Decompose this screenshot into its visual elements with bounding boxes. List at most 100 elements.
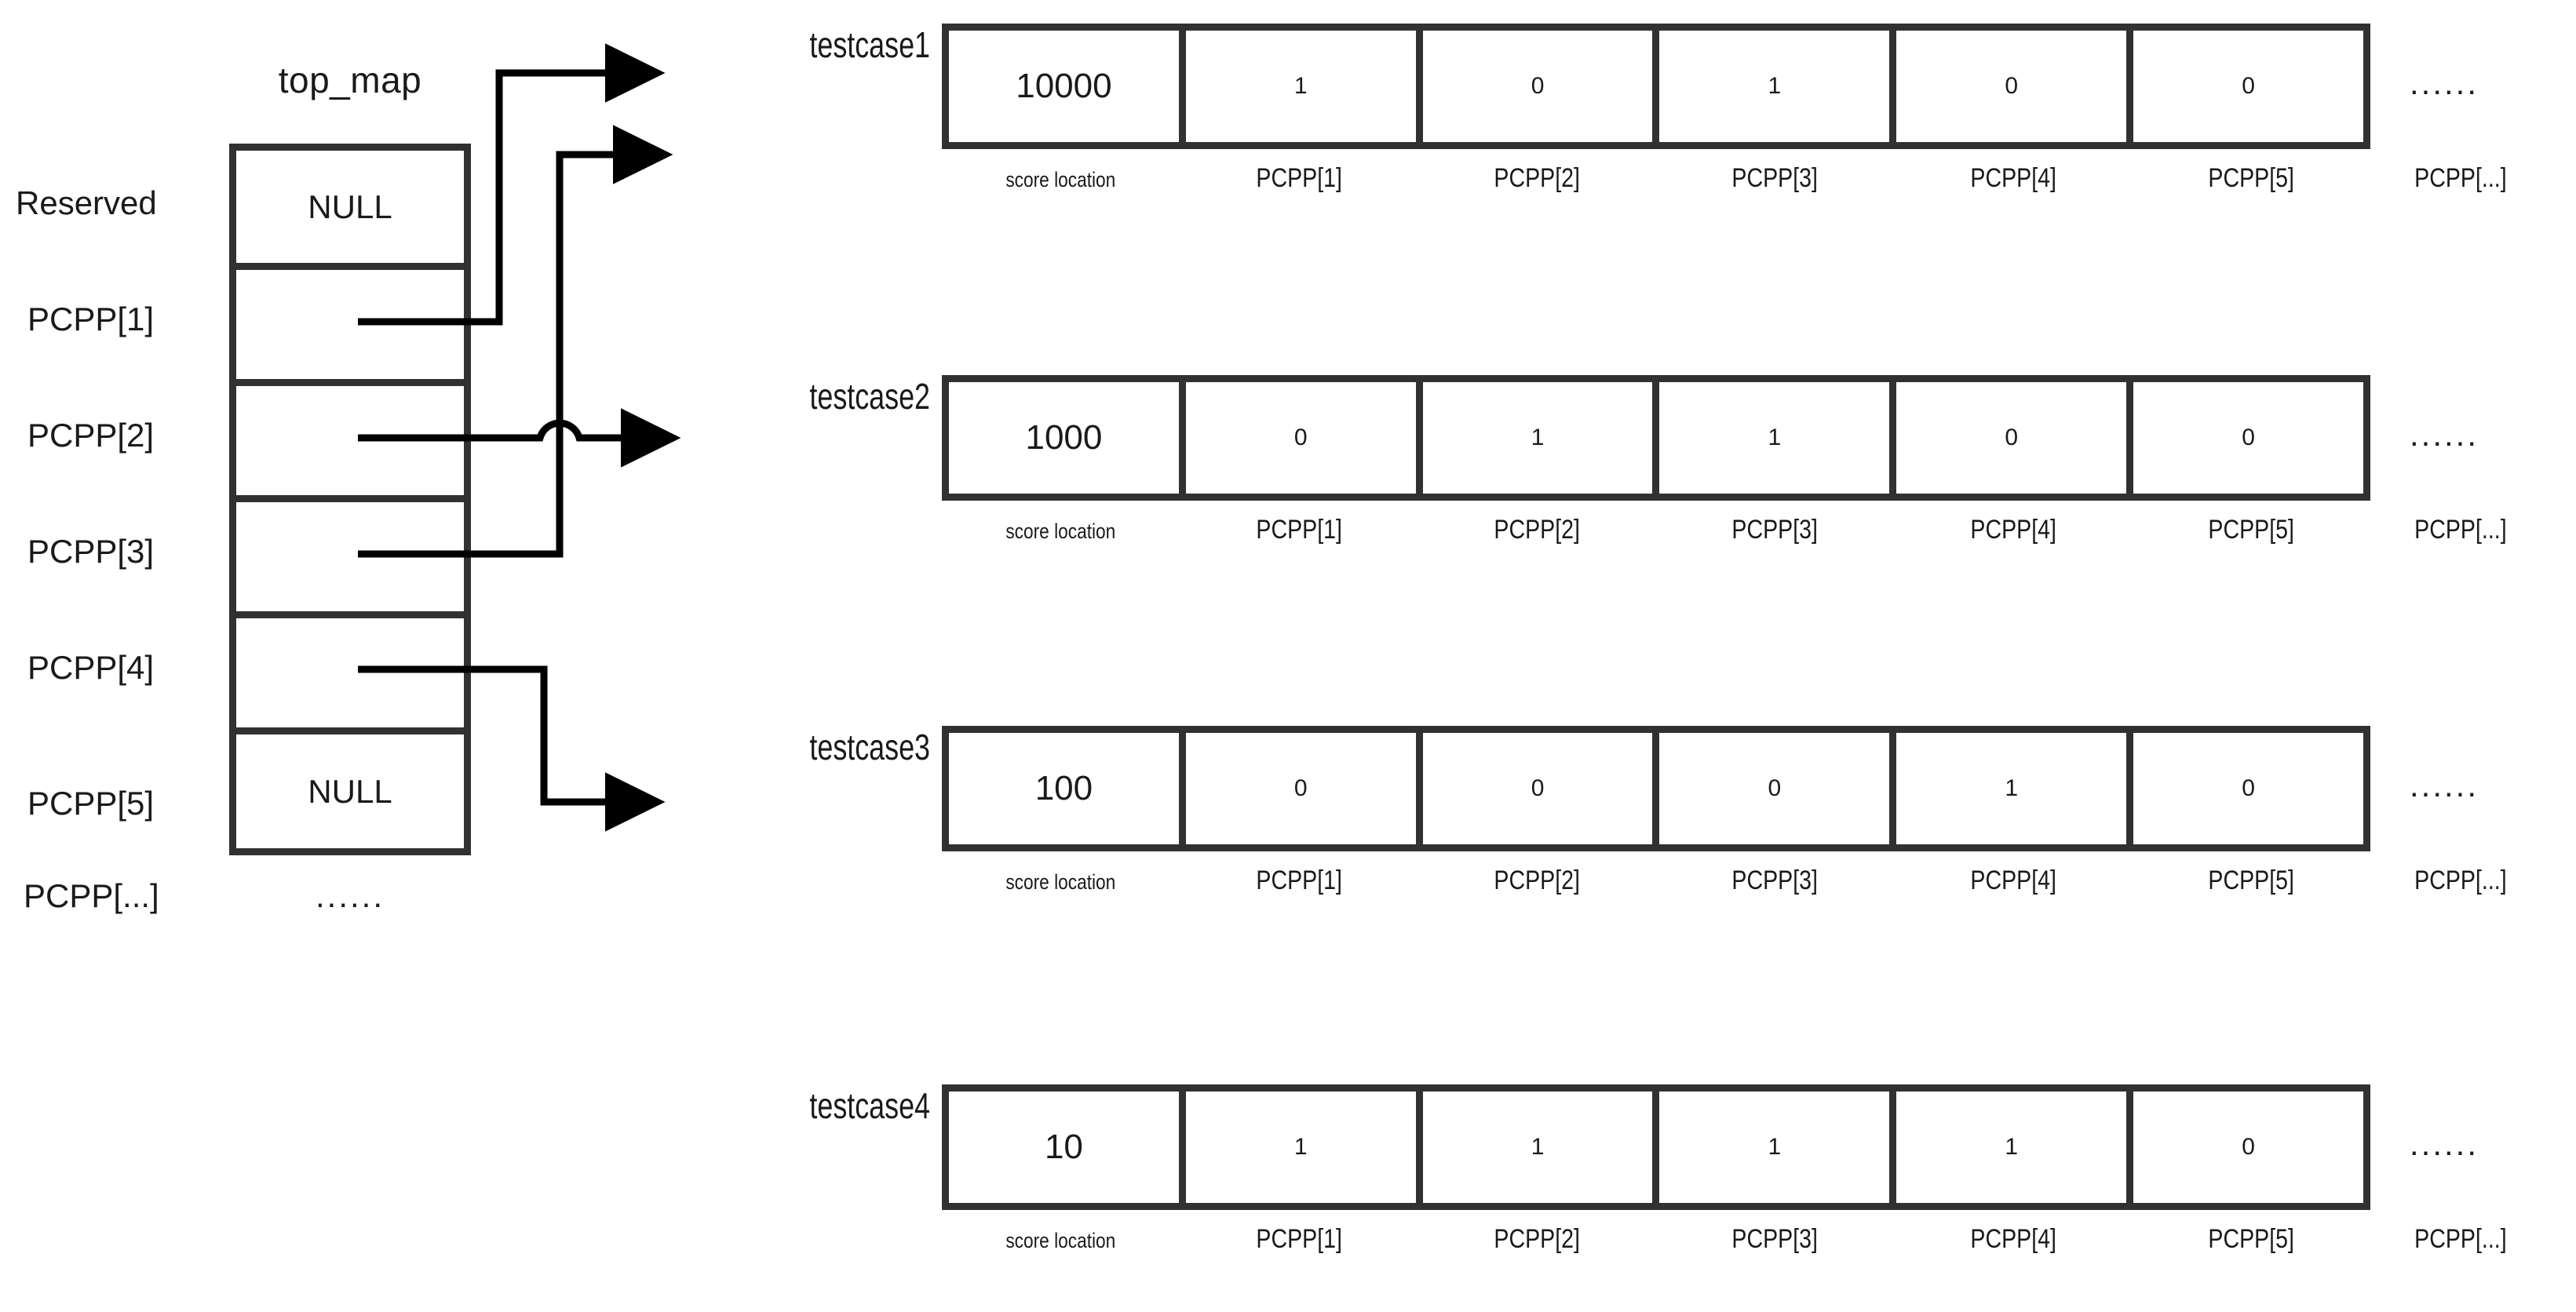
top-map-cell-pcpp3 (236, 502, 464, 618)
column-header: PCPP[1] (1256, 515, 1342, 545)
testcase-label: testcase4 (809, 1085, 930, 1126)
pcpp-bit-cell: 0 (1889, 24, 2134, 149)
bit-value: 0 (2005, 425, 2019, 450)
column-header: PCPP[1] (1256, 1224, 1342, 1254)
column-header: PCPP[4] (1970, 1224, 2056, 1254)
column-header: PCPP[5] (2208, 163, 2295, 193)
column-headers: score location PCPP[1] PCPP[2] PCPP[3] P… (942, 866, 2370, 913)
top-map-cell-reserved: NULL (236, 151, 464, 270)
column-header: PCPP[4] (1970, 515, 2056, 545)
column-header: score location (1005, 519, 1116, 543)
bit-value: 1 (2005, 775, 2019, 801)
pcpp-bit-cell: 0 (1652, 726, 1897, 851)
row-tail-ellipsis: ...... (2410, 64, 2479, 101)
column-header: PCPP[1] (1256, 163, 1342, 193)
pcpp-bit-cell: 0 (1415, 24, 1660, 149)
bit-value: 1 (1531, 425, 1545, 450)
bit-value: 0 (2242, 425, 2255, 450)
testcase-row: testcase4 10 1 1 1 1 0 ...... score loca… (809, 1084, 2507, 1254)
bit-value: 1 (1293, 1134, 1308, 1160)
pcpp-bit-cell: 0 (2126, 1084, 2370, 1210)
bit-value: 1 (1768, 425, 1782, 450)
column-header: PCPP[2] (1494, 866, 1581, 895)
column-header: PCPP[5] (2208, 1224, 2295, 1254)
column-header: PCPP[2] (1494, 515, 1581, 545)
column-headers: score location PCPP[1] PCPP[2] PCPP[3] P… (942, 1224, 2370, 1271)
top-map-title: top_map (278, 60, 422, 100)
column-header: PCPP[3] (1731, 866, 1819, 895)
column-header: score location (1005, 870, 1116, 894)
score-location-cell: 100 (942, 726, 1186, 851)
column-header: score location (1005, 1229, 1116, 1252)
top-map-cell-pcpp1 (236, 270, 464, 386)
score-location-cell: 1000 (942, 375, 1186, 501)
column-header-overflow: PCPP[...] (2414, 1224, 2507, 1254)
score-value: 10000 (1016, 67, 1112, 105)
pcpp-bit-cell: 0 (1178, 375, 1423, 501)
top-map-row-label-pcpp5: PCPP[5] (27, 785, 155, 822)
testcase-label: testcase3 (809, 727, 930, 767)
pcpp-bit-cell: 0 (2126, 726, 2370, 851)
bit-value: 1 (2005, 1134, 2019, 1160)
pcpp-bit-cell: 0 (1178, 726, 1423, 851)
testcase-cells: 100 0 0 0 1 0 (942, 726, 2370, 851)
column-header: PCPP[3] (1731, 1224, 1819, 1254)
score-value: 1000 (1025, 418, 1103, 457)
column-header: PCPP[4] (1970, 163, 2056, 193)
pcpp-bit-cell: 1 (1415, 375, 1660, 501)
column-header: PCPP[2] (1494, 163, 1581, 193)
top-map-row-label-overflow: PCPP[...] (24, 877, 159, 914)
pcpp-bit-cell: 1 (1178, 24, 1423, 149)
bit-value: 0 (2005, 73, 2019, 99)
column-header: PCPP[2] (1494, 1224, 1581, 1254)
column-header: PCPP[3] (1731, 163, 1819, 193)
row-tail-ellipsis: ...... (2410, 416, 2479, 453)
pcpp-bit-cell: 1 (1178, 1084, 1423, 1210)
bit-value: 0 (2242, 1134, 2255, 1160)
testcase-cells: 10000 1 0 1 0 0 (942, 24, 2370, 149)
pcpp-bit-cell: 0 (2126, 375, 2370, 501)
column-headers: score location PCPP[1] PCPP[2] PCPP[3] P… (942, 515, 2370, 562)
bit-value: 1 (1768, 73, 1782, 99)
score-value: 100 (1034, 769, 1093, 807)
bit-value: 1 (1768, 1134, 1782, 1160)
column-header-overflow: PCPP[...] (2414, 515, 2507, 545)
testcase-label: testcase1 (809, 24, 930, 65)
top-map-overflow-ellipsis: ...... (315, 877, 385, 914)
column-header: PCPP[1] (1256, 866, 1342, 895)
score-location-cell: 10000 (942, 24, 1186, 149)
top-map-table: NULL NULL (229, 144, 471, 855)
column-header: PCPP[4] (1970, 866, 2056, 895)
bit-value: 1 (1531, 1134, 1545, 1160)
top-map-row-label-pcpp3: PCPP[3] (27, 533, 155, 570)
top-map-row-label-reserved: Reserved (16, 184, 157, 221)
column-header: score location (1005, 168, 1116, 191)
pcpp-bit-cell: 1 (1652, 1084, 1897, 1210)
top-map-cell-pcpp5: NULL (236, 734, 464, 848)
testcase-cells: 1000 0 1 1 0 0 (942, 375, 2370, 501)
column-header-overflow: PCPP[...] (2414, 866, 2507, 895)
pcpp-bit-cell: 1 (1889, 1084, 2134, 1210)
testcase-row: testcase1 10000 1 0 1 0 0 ...... score l… (809, 24, 2507, 193)
bit-value: 0 (1293, 425, 1308, 450)
testcase-row: testcase2 1000 0 1 1 0 0 ...... score lo… (809, 375, 2507, 545)
pcpp-bit-cell: 0 (2126, 24, 2370, 149)
testcase-cells: 10 1 1 1 1 0 (942, 1084, 2370, 1210)
row-tail-ellipsis: ...... (2410, 1125, 2479, 1162)
pcpp-bit-cell: 0 (1889, 375, 2134, 501)
pcpp-bit-cell: 1 (1415, 1084, 1660, 1210)
pcpp-bit-cell: 1 (1652, 24, 1897, 149)
score-location-cell: 10 (942, 1084, 1186, 1210)
column-header-overflow: PCPP[...] (2414, 163, 2507, 193)
column-headers: score location PCPP[1] PCPP[2] PCPP[3] P… (942, 163, 2370, 210)
bit-value: 0 (1531, 73, 1545, 99)
bit-value: 1 (1293, 73, 1308, 99)
top-map-row-label-pcpp4: PCPP[4] (27, 649, 155, 686)
column-header: PCPP[3] (1731, 515, 1819, 545)
pcpp-bit-cell: 1 (1889, 726, 2134, 851)
testcase-label: testcase2 (809, 376, 930, 417)
top-map-cell-pcpp2 (236, 386, 464, 502)
top-map-cell-value: NULL (308, 772, 392, 810)
pcpp-bit-cell: 1 (1652, 375, 1897, 501)
bit-value: 0 (2242, 775, 2255, 801)
